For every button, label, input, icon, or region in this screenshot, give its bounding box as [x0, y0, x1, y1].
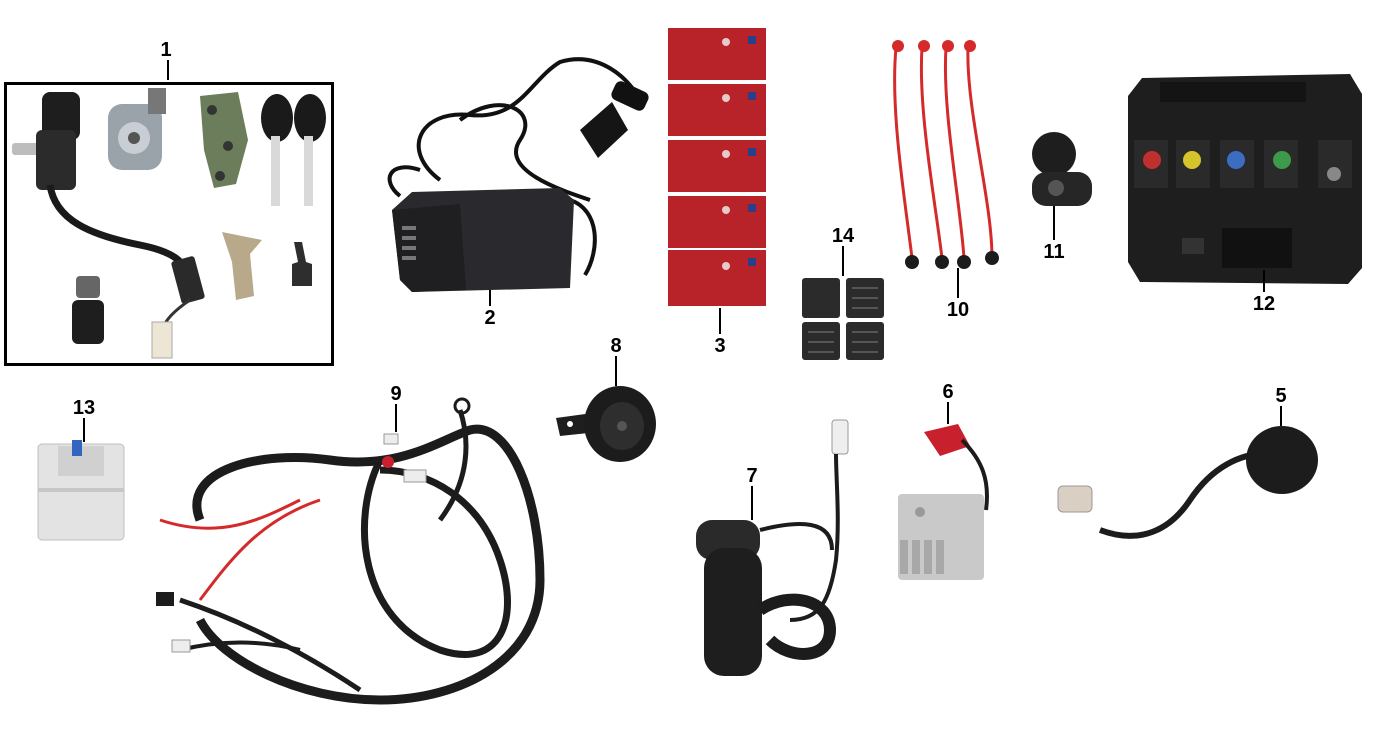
horn-icon — [556, 386, 656, 462]
part-label-1: 1 — [160, 39, 172, 61]
voltage-regulator-icon — [898, 424, 989, 580]
rubber-pad-icon — [802, 278, 884, 360]
leader-line-5 — [1280, 406, 1282, 426]
leader-line-11 — [1053, 206, 1055, 240]
part-label-3: 3 — [714, 335, 726, 357]
leader-line-9 — [395, 404, 397, 432]
leader-line-2 — [489, 290, 491, 306]
part-label-12: 12 — [1252, 293, 1276, 315]
part-label-6: 6 — [942, 381, 954, 403]
leader-line-3 — [719, 308, 721, 334]
leader-line-10 — [957, 268, 959, 298]
circuit-breaker-icon — [37, 440, 125, 541]
charge-port-icon — [1032, 132, 1092, 206]
part-label-8: 8 — [610, 335, 622, 357]
battery-pack-icon — [668, 28, 766, 306]
leader-line-13 — [83, 418, 85, 442]
leader-line-8 — [615, 356, 617, 386]
part-label-9: 9 — [390, 383, 402, 405]
charging-socket-icon — [696, 419, 849, 676]
part-label-2: 2 — [484, 307, 496, 329]
motor-controller-icon — [1128, 74, 1362, 284]
leader-line-6 — [947, 402, 949, 424]
battery-cable-icon — [893, 47, 994, 259]
ignition-key-set-icon — [12, 88, 326, 359]
leader-line-1 — [167, 60, 169, 80]
leader-line-12 — [1263, 270, 1265, 292]
part-label-5: 5 — [1275, 385, 1287, 407]
sensor-icon — [1057, 426, 1318, 539]
wiring-harness-icon — [159, 409, 545, 705]
part-label-10: 10 — [946, 299, 970, 321]
leader-line-7 — [751, 486, 753, 520]
battery-charger-icon — [387, 57, 649, 292]
part-label-13: 13 — [72, 397, 96, 419]
leader-line-14 — [842, 246, 844, 276]
part-label-7: 7 — [746, 465, 758, 487]
part-label-14: 14 — [831, 225, 855, 247]
part-1-kit-frame — [4, 82, 334, 366]
harness-connectors — [156, 397, 471, 653]
part-label-11: 11 — [1043, 241, 1065, 263]
